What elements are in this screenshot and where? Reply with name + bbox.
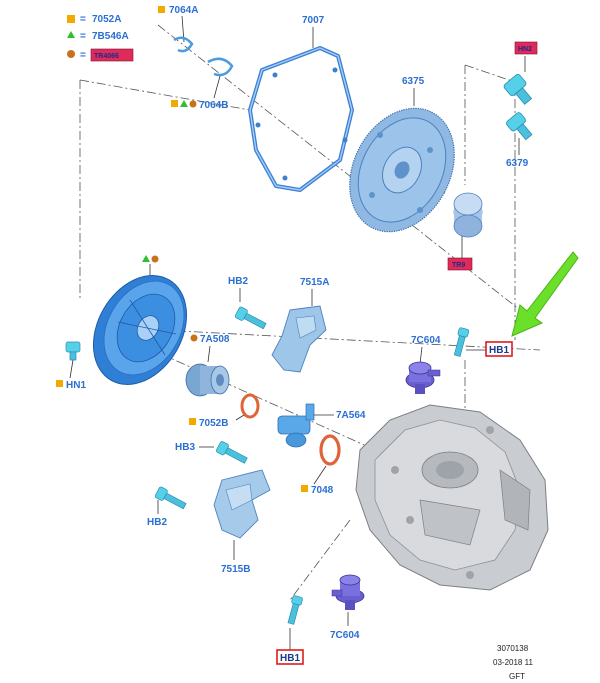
tag-square-icon [56,380,63,387]
footer-date: 03-2018 11 [493,658,533,667]
seal-7052B-icon [240,393,260,419]
legend-label-3: TR4066 [94,53,119,60]
alignment-lines [79,24,541,601]
label-HB2-lower: HB2 [147,517,167,528]
legend-eq-3: = [80,50,86,61]
part-HB1-bottom: HB1 [276,595,304,665]
label-HB1-top: HB1 [489,345,509,356]
part-TR9-bushing: TR9 [447,192,483,271]
label-HB2-upper: HB2 [228,276,248,287]
part-HN2-bolt: HN2 [503,41,538,105]
label-HN2: HN2 [518,46,532,53]
bolt-HB2-upper-icon [234,306,267,330]
label-HN1: HN1 [66,380,86,391]
label-HB3: HB3 [175,442,195,453]
label-7048: 7048 [311,485,334,496]
sensor-7C604-bottom-icon [331,574,365,610]
label-HB1-bottom-box [276,649,304,665]
part-7C604-bottom: 7C604 [330,574,365,641]
part-7052B-seal: 7052B [189,393,260,429]
sensor-7C604-top-icon [405,361,441,394]
footer-code: GFT [509,672,525,681]
footer: 3070138 03-2018 11 GFT [493,644,533,681]
tag-square-icon [301,485,308,492]
legend-eq-2: = [80,31,86,42]
part-HB2-lower: HB2 [147,486,187,528]
bolt-HB2-lower-icon [154,486,187,510]
footer-number: 3070138 [497,644,529,653]
legend-label-2: 7B546A [92,31,129,42]
slave-cylinder-7A564-icon [277,403,315,448]
part-7C604-top: 7C604 [405,335,441,394]
label-HB1-top-box [485,341,513,357]
transmission-case [355,404,549,591]
label-TR9-box [447,257,473,271]
part-7A508: 7A508 [185,334,230,397]
part-clutch-assembly [92,255,188,385]
part-HB1-top: HB1 [453,327,513,357]
part-7007-gasket: 7007 [248,15,354,192]
snap-ring-7064B-icon [207,57,234,77]
release-bearing-7A508-icon [185,363,230,397]
legend-circle-marker [67,50,75,58]
label-7A508: 7A508 [200,334,230,345]
part-6375-flywheel: 6375 [349,76,455,233]
green-arrow-icon [511,251,579,337]
snap-ring-7064A-icon [173,36,194,53]
seal-7048-icon [319,434,341,466]
tag-circle-icon [189,100,197,108]
part-7515A-bracket: 7515A [271,277,329,373]
label-7064A: 7064A [169,5,198,16]
part-7048-seal: 7048 [301,434,341,496]
label-7515B: 7515B [221,564,250,575]
bolt-HB3-icon [216,441,248,464]
part-6379-bolt: 6379 [506,112,533,169]
label-6375: 6375 [402,76,425,87]
part-7064B: 7064B [171,57,234,111]
tag-triangle-icon [180,100,188,107]
part-HN1-bolt: HN1 [56,341,86,391]
legend-eq-1: = [80,14,86,25]
label-7064B: 7064B [199,100,228,111]
part-HB3-bolt: HB3 [175,441,248,464]
tag-circle-icon [151,255,159,263]
legend-label-3-redaction [90,48,134,62]
part-7A564: 7A564 [277,403,366,448]
label-6379: 6379 [506,158,529,169]
label-7007: 7007 [302,15,325,26]
clutch-assembly-icon [92,275,188,385]
bolt-HB1-bottom-icon [287,595,303,625]
label-HN2-box [514,41,538,55]
label-7052B: 7052B [199,418,228,429]
part-HB2-upper: HB2 [228,276,267,330]
legend-label-1: 7052A [92,14,121,25]
bolt-HN1-icon [65,341,81,361]
label-7A564: 7A564 [336,410,366,421]
bolt-6379-icon [506,112,533,141]
tag-triangle-icon [142,255,150,262]
label-TR9: TR9 [452,262,465,269]
legend: = 7052A = 7B546A = TR4066 [67,14,134,62]
part-7515B-bracket: 7515B [213,469,271,575]
tag-circle-icon [190,334,198,342]
label-7C604-bottom: 7C604 [330,630,360,641]
label-7C604-top: 7C604 [411,335,441,346]
legend-triangle-marker [67,31,75,38]
tag-square-icon [171,100,178,107]
label-HB1-bottom: HB1 [280,653,300,664]
tag-square-icon [189,418,196,425]
legend-square-marker [67,15,75,23]
part-7064A: 7064A [158,5,198,53]
label-7515A: 7515A [300,277,329,288]
bolt-HN2-icon [503,74,533,105]
bolt-HB1-top-icon [453,327,470,357]
bracket-7515A-icon [271,305,327,373]
bushing-TR9-icon [453,192,483,238]
tag-square-icon [158,6,165,13]
